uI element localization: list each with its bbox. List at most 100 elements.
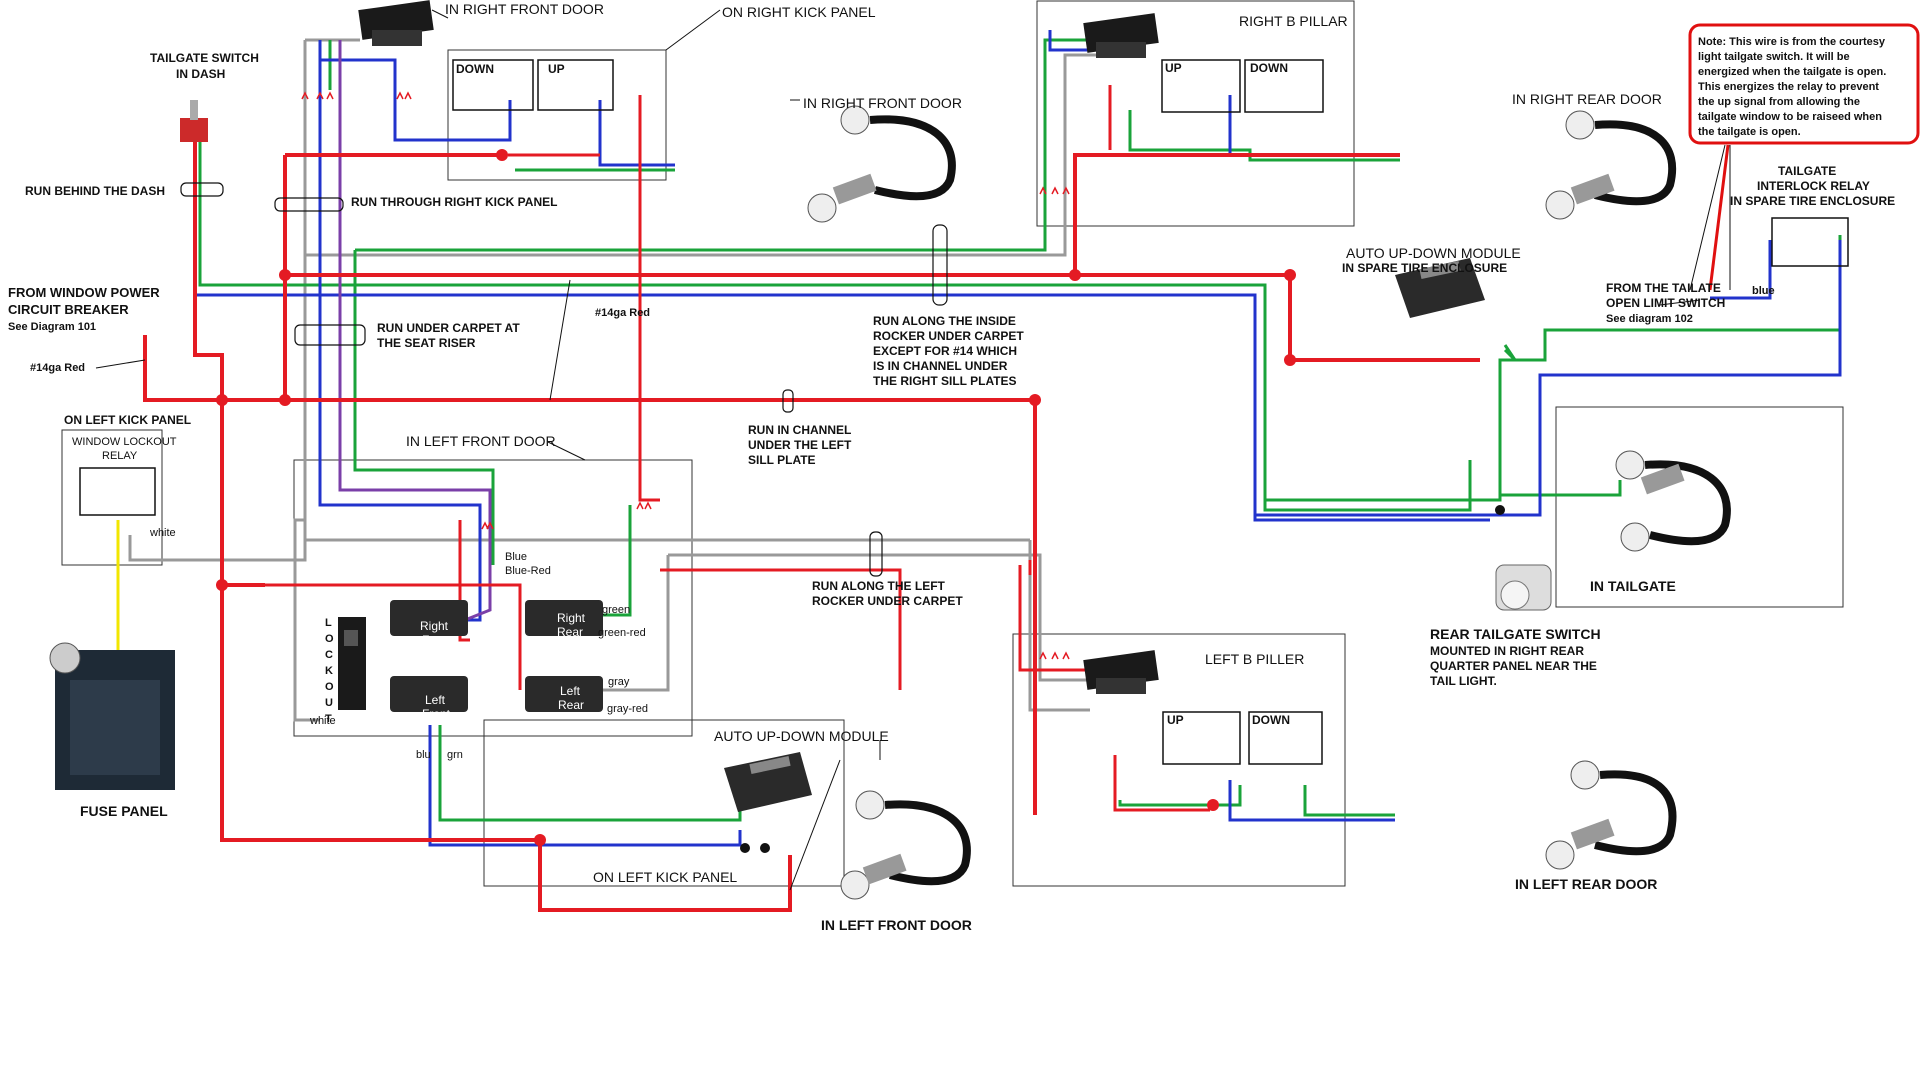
auto-module-left: AUTO UP-DOWN MODULE xyxy=(714,728,889,744)
in-left-front-door-bottom: IN LEFT FRONT DOOR xyxy=(821,917,972,933)
in-tailgate-label: IN TAILGATE xyxy=(1590,578,1676,594)
switch-left-rear-panel-icon: Left Rear xyxy=(525,676,603,712)
from-tailgate-limit-1: FROM THE TAILATE xyxy=(1606,281,1721,295)
rk-down-label: DOWN xyxy=(456,62,494,76)
junction-dots xyxy=(216,149,1296,846)
switch-left-front-panel-icon: Left Front xyxy=(390,676,468,721)
lockout-vertical: L O C K O U T xyxy=(325,617,334,725)
lockout-relay-box xyxy=(61,429,163,566)
lockout-relay-line2: RELAY xyxy=(102,450,138,462)
left-b-piller-label: LEFT B PILLER xyxy=(1205,651,1304,667)
note-line-2: light tailgate switch. It will be xyxy=(1698,51,1850,63)
switch-right-b-pillar-icon xyxy=(1083,13,1159,58)
in-left-rear-door: IN LEFT REAR DOOR xyxy=(1515,876,1657,892)
note-line-5: the up signal from allowing the xyxy=(1698,96,1860,108)
pointer-lines xyxy=(95,9,1731,891)
run-along-inside-2: ROCKER UNDER CARPET xyxy=(873,329,1024,343)
motor-tailgate-icon xyxy=(1615,450,1731,552)
blue-interlock: blue xyxy=(1752,285,1775,297)
blu-label: blu xyxy=(416,749,431,761)
in-right-rear-door: IN RIGHT REAR DOOR xyxy=(1512,91,1662,107)
run-along-inside-5: THE RIGHT SILL PLATES xyxy=(873,374,1017,388)
rear-tailgate-sub-2: QUARTER PANEL NEAR THE xyxy=(1430,659,1597,673)
from-window-power-1: FROM WINDOW POWER xyxy=(8,285,160,300)
sw-lf-line2: Front xyxy=(422,707,451,721)
relay-boxes xyxy=(79,59,1849,765)
lockout-K: K xyxy=(325,665,333,677)
fuse-panel-label: FUSE PANEL xyxy=(80,803,168,819)
run-along-left-rocker-1: RUN ALONG THE LEFT xyxy=(812,579,946,593)
relay-box-labels: DOWN UP UP DOWN UP DOWN xyxy=(456,61,1290,727)
run-behind-dash: RUN BEHIND THE DASH xyxy=(25,184,165,198)
sw-lr-line1: Left xyxy=(560,684,581,698)
fuse-panel-icon xyxy=(49,642,175,790)
run-in-channel-1: RUN IN CHANNEL xyxy=(748,423,851,437)
rb-down-label: DOWN xyxy=(1250,61,1288,75)
switch-right-rear-panel-icon: Right Rear xyxy=(525,600,603,639)
tailgate-dash-line1: TAILGATE SWITCH xyxy=(150,51,259,65)
red-14ga-left: #14ga Red xyxy=(30,362,85,374)
see-diagram-102: See diagram 102 xyxy=(1606,313,1693,325)
right-b-pillar-label: RIGHT B PILLAR xyxy=(1239,13,1348,29)
purple-wires xyxy=(338,40,492,622)
lockout-C: C xyxy=(325,649,333,661)
note-line-6: tailgate window to be raiseed when xyxy=(1698,111,1882,123)
rear-tailgate-switch: REAR TAILGATE SWITCH xyxy=(1430,626,1601,642)
see-diagram-101: See Diagram 101 xyxy=(8,321,96,333)
tailgate-interlock-3: IN SPARE TIRE ENCLOSURE xyxy=(1730,194,1895,208)
rb-up-label: UP xyxy=(1165,61,1182,75)
lockout-O2: O xyxy=(325,681,334,693)
in-right-front-door-motor: IN RIGHT FRONT DOOR xyxy=(803,95,962,111)
switches: Right Front Left Front Right Rear Left R… xyxy=(180,0,1159,721)
green-label: green xyxy=(602,604,630,616)
black-dots xyxy=(740,505,1505,853)
rear-tailgate-sub-1: MOUNTED IN RIGHT REAR xyxy=(1430,644,1584,658)
right-kick-panel-box xyxy=(447,49,667,181)
run-in-channel-2: UNDER THE LEFT xyxy=(748,438,852,452)
lb-up-label: UP xyxy=(1167,713,1184,727)
run-in-channel-3: SILL PLATE xyxy=(748,453,816,467)
sw-lf-line1: Left xyxy=(425,693,446,707)
run-under-carpet-1: RUN UNDER CARPET AT xyxy=(377,321,520,335)
switch-right-front-panel-icon: Right Front xyxy=(390,600,468,647)
note-line-7: the tailgate is open. xyxy=(1698,126,1801,138)
grn-label: grn xyxy=(447,749,463,761)
green-wires xyxy=(198,38,1842,822)
motor-left-front-icon xyxy=(840,790,971,900)
text-labels: TAILGATE SWITCH IN DASH RUN BEHIND THE D… xyxy=(8,1,1895,933)
rk-up-label: UP xyxy=(548,62,565,76)
tailgate-interlock-2: INTERLOCK RELAY xyxy=(1757,179,1870,193)
on-right-kick-panel: ON RIGHT KICK PANEL xyxy=(722,4,876,20)
switch-right-front-door-icon xyxy=(358,0,434,46)
lockout-T: T xyxy=(325,713,332,725)
switch-left-b-pillar-icon xyxy=(1083,650,1159,694)
tailgate-dash-line2: IN DASH xyxy=(176,67,225,81)
auto-module-right-icon xyxy=(1395,258,1485,318)
in-right-front-door-top: IN RIGHT FRONT DOOR xyxy=(445,1,604,17)
tailgate-dash-switch-icon xyxy=(180,100,208,142)
tailgate-interlock-1: TAILGATE xyxy=(1778,164,1836,178)
lockout-U: U xyxy=(325,697,333,709)
note-line-4: This energizes the relay to prevent xyxy=(1698,81,1879,93)
auto-module-right-1: AUTO UP-DOWN MODULE xyxy=(1346,245,1521,261)
blue-wires xyxy=(193,30,1842,847)
on-left-kick-panel-relay: ON LEFT KICK PANEL xyxy=(64,413,191,427)
note-line-3: energized when the tailgate is open. xyxy=(1698,66,1886,78)
right-b-pillar-box xyxy=(1036,0,1355,227)
run-through-right-kick: RUN THROUGH RIGHT KICK PANEL xyxy=(351,195,557,209)
rear-tailgate-sub-3: TAIL LIGHT. xyxy=(1430,674,1497,688)
sw-rf-line1: Right xyxy=(420,619,449,633)
red-14ga-mid: #14ga Red xyxy=(595,307,650,319)
note-text: Note: This wire is from the courtesy lig… xyxy=(1698,36,1886,138)
sw-rf-line2: Front xyxy=(422,633,451,647)
sw-lr-line2: Rear xyxy=(558,698,584,712)
blue-red-label: Blue-Red xyxy=(505,565,551,577)
left-b-pillar-box xyxy=(1012,633,1346,887)
auto-module-left-icon xyxy=(724,752,812,812)
gray-red-label: gray-red xyxy=(607,703,648,715)
from-tailgate-limit-2: OPEN LIMIT SWITCH xyxy=(1606,296,1725,310)
lockout-switch-icon xyxy=(338,617,366,710)
motor-left-rear-icon xyxy=(1545,760,1677,870)
